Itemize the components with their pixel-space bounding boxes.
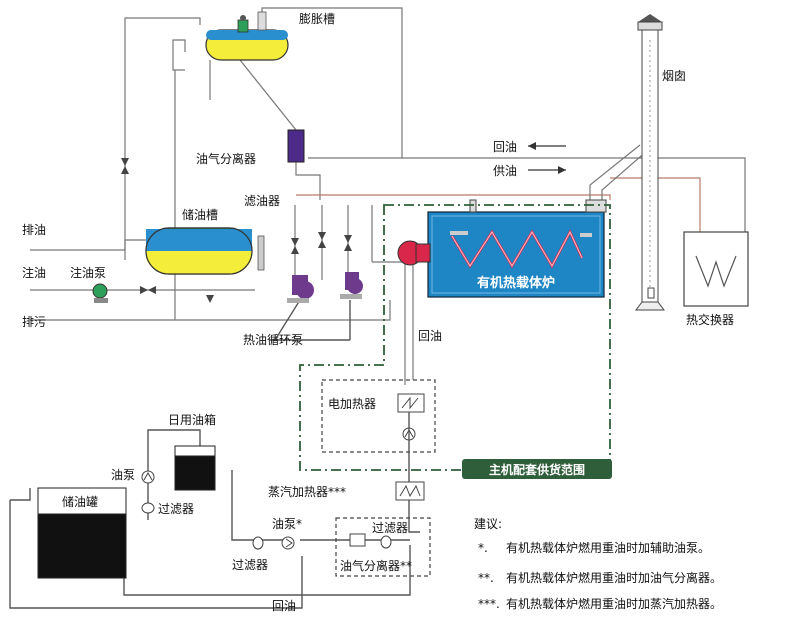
oil-pump-left: 油泵 [111, 468, 155, 484]
label-electric-heater: 电加热器 [328, 397, 376, 411]
label-expansion-tank: 膨胀槽 [299, 12, 335, 26]
label-chimney: 烟囱 [662, 69, 686, 83]
oil-pump-star: 油泵* [272, 517, 302, 550]
oil-gas-separator: 油气分离器 [196, 129, 305, 166]
pipe-supply-main [296, 194, 611, 200]
scope-label-badge: 主机配套供货范围 [462, 459, 612, 479]
circulation-pump-1 [287, 275, 314, 303]
label-daily-tank: 日用油箱 [168, 412, 216, 427]
label-oil-filter: 滤油器 [244, 194, 280, 208]
label-return-oil-mid: 回油 [418, 329, 442, 343]
label-oil-pump: 油泵 [111, 468, 135, 482]
note-1-mark: *. [478, 541, 488, 555]
label-filter-a: 过滤器 [158, 502, 194, 516]
pipe-sewage [30, 300, 391, 321]
label-oil-gas-separator: 油气分离器 [196, 151, 256, 166]
pipe-left-riser [124, 17, 201, 260]
pipe-flue [589, 144, 641, 200]
label-boiler: 有机热载体炉 [477, 275, 555, 291]
pipe-separator-down [295, 162, 321, 200]
label-drain-sewage: 排污 [22, 315, 46, 329]
label-supply-oil: 供油 [493, 164, 517, 178]
lower-pipelines [9, 412, 420, 609]
pipe-supply-he [610, 177, 701, 232]
steam-heater: 蒸汽加热器*** [268, 481, 425, 501]
pipe-top-right [261, 7, 403, 158]
scope-boundary [299, 204, 611, 471]
label-scope: 主机配套供货范围 [489, 462, 585, 477]
expansion-tank: 膨胀槽 [205, 11, 335, 61]
note-3-mark: ***. [478, 597, 500, 611]
note-1-text: 有机热载体炉燃用重油时加辅助油泵。 [506, 540, 710, 555]
pipe-tank-loop [172, 39, 186, 71]
separator-box: 过滤器 油气分离器** [335, 517, 431, 577]
chimney: 烟囱 [635, 14, 686, 311]
pipe-to-separator [239, 59, 297, 131]
pipe-flue-2 [601, 149, 649, 200]
filter-a: 过滤器 [141, 502, 194, 516]
oil-storage-can: 储油罐 [37, 487, 127, 579]
notes-title: 建议: [474, 517, 502, 531]
label-steam-heater: 蒸汽加热器*** [268, 484, 346, 499]
notes-block: 建议: *. 有机热载体炉燃用重油时加辅助油泵。 **. 有机热载体炉燃用重油时… [474, 517, 722, 611]
pipelines [30, 7, 746, 385]
label-return-oil-top: 回油 [493, 140, 517, 154]
filter-b: 过滤器 [232, 536, 268, 572]
label-drain-oil: 排油 [22, 223, 46, 237]
valves [121, 158, 352, 303]
label-fill-oil: 注油 [22, 265, 46, 280]
label-heat-exchanger: 热交换器 [686, 312, 734, 327]
electric-heater-box: 电加热器 [321, 379, 436, 453]
note-2-mark: **. [478, 571, 494, 585]
label-storage-can: 储油罐 [62, 494, 98, 509]
label-filter-b: 过滤器 [232, 558, 268, 572]
pipe-drain [30, 239, 150, 251]
boiler: 有机热载体炉 [397, 199, 607, 298]
note-2-text: 有机热载体炉燃用重油时加油气分离器。 [506, 570, 722, 585]
label-oil-pump-star: 油泵* [272, 517, 302, 531]
label-oil-storage-tank: 储油槽 [182, 207, 218, 222]
note-3-text: 有机热载体炉燃用重油时加蒸汽加热器。 [506, 596, 722, 611]
label-return-oil-bottom: 回油 [272, 599, 296, 613]
label-fill-oil-pump: 注油泵 [70, 265, 106, 280]
label-filter-c: 过滤器 [372, 521, 408, 535]
leader-pump-a [274, 299, 301, 341]
pipe-return-main [308, 157, 746, 232]
daily-oil-tank: 日用油箱 [168, 412, 216, 491]
fill-oil-pump [92, 283, 108, 303]
label-circulation-pump: 热油循环泵 [243, 333, 303, 347]
heat-exchanger: 热交换器 [683, 231, 749, 327]
circulation-pump-2 [340, 272, 363, 299]
label-separator-small: 油气分离器** [340, 558, 412, 573]
flow-arrows [528, 142, 566, 174]
oil-storage-tank: 储油槽 [145, 207, 265, 275]
